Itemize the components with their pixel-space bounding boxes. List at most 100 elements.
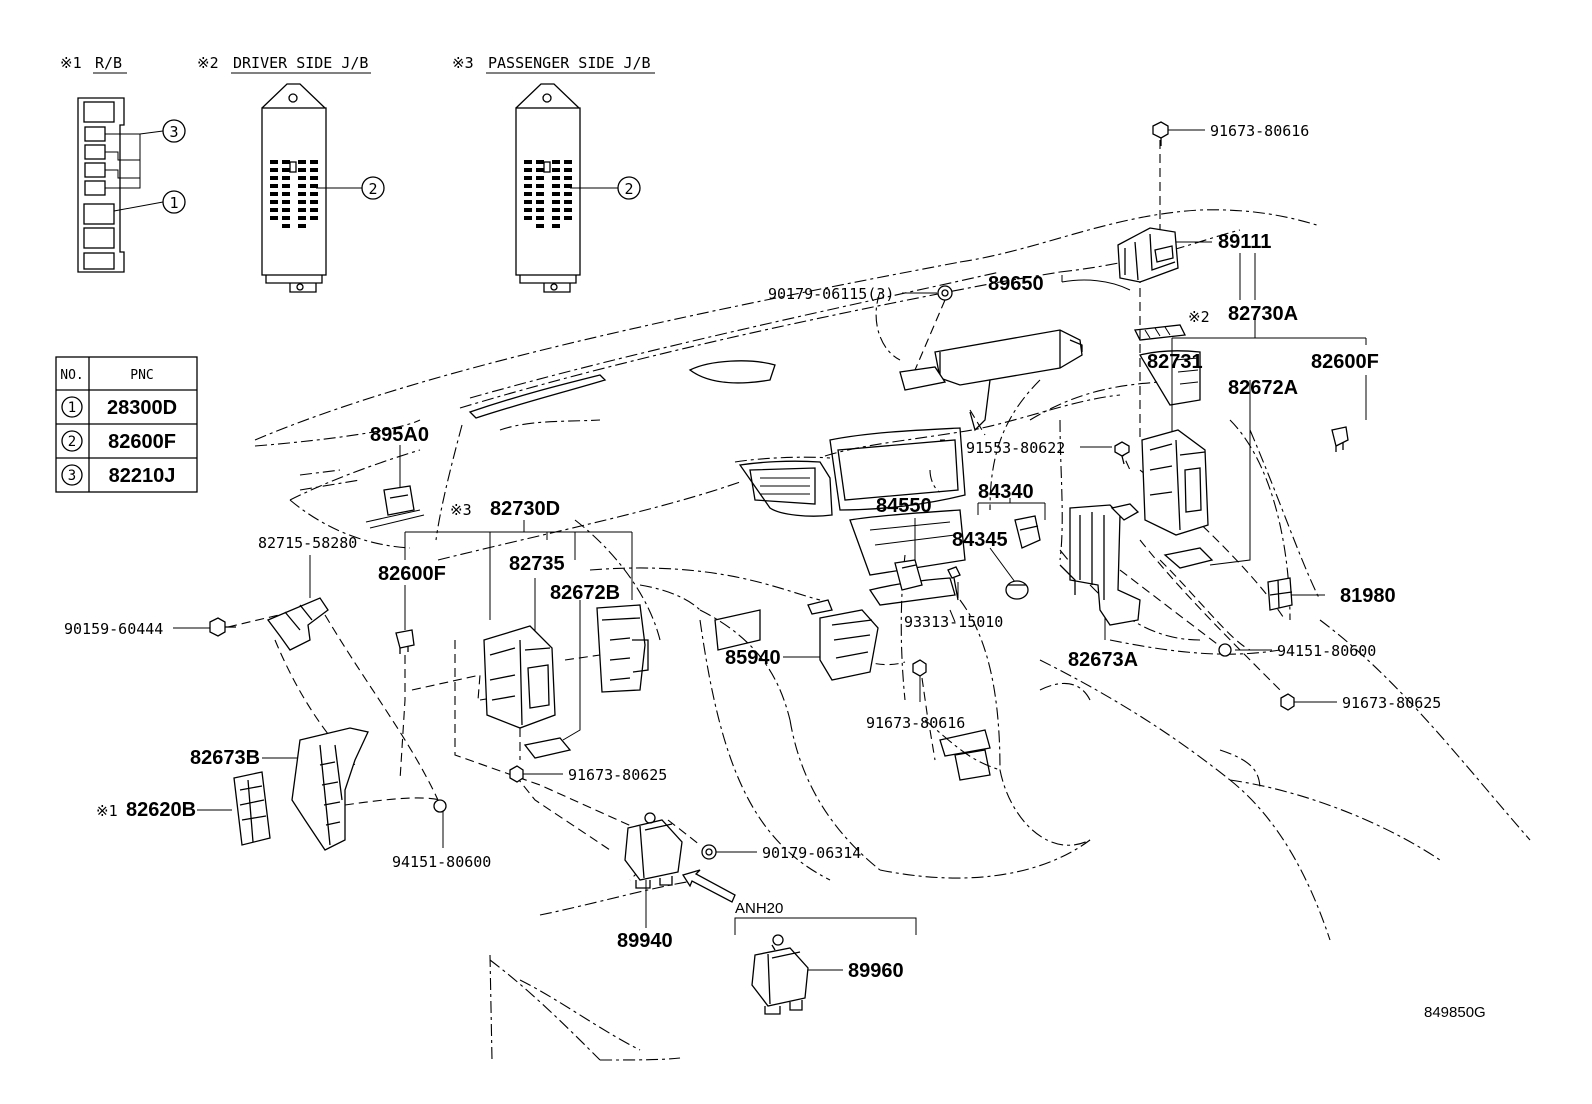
label-84550: 84550 <box>876 495 932 517</box>
dashboard-outline <box>254 209 1531 1061</box>
label-91553-80622: 91553-80622 <box>966 439 1065 457</box>
part-81980 <box>1267 577 1293 611</box>
nut-94151-80600-left <box>433 799 447 813</box>
callout-number: 1 <box>169 194 178 212</box>
label-90159-60444: 90159-60444 <box>64 620 163 638</box>
arrow-icon <box>681 869 736 903</box>
pnc-row-value: 28300D <box>107 397 177 419</box>
inset-driver-title: DRIVER SIDE J/B <box>233 54 368 72</box>
label-82672B: 82672B <box>550 582 620 604</box>
label-82715-58280: 82715-58280 <box>258 534 357 552</box>
leader-lines <box>173 129 1367 971</box>
label-82673B: 82673B <box>190 747 260 769</box>
label-anh20: ANH20 <box>735 900 783 917</box>
label-82600F-left: 82600F <box>378 563 446 585</box>
callout-2-driver: 2 <box>361 176 385 200</box>
pnc-row-no: 2 <box>68 434 76 450</box>
pnc-row-no: 1 <box>68 400 76 416</box>
marker-2: ※2 <box>1188 308 1210 326</box>
pnc-row-value: 82600F <box>108 431 176 453</box>
label-89650: 89650 <box>988 273 1044 295</box>
label-82735: 82735 <box>509 553 565 575</box>
marker-3: ※3 <box>450 501 472 519</box>
screw-91673-80625-left <box>509 765 524 783</box>
part-82735 <box>483 625 572 759</box>
part-84340 <box>1014 515 1041 549</box>
label-90179-06314: 90179-06314 <box>762 844 861 862</box>
part-82600F-left <box>395 629 415 654</box>
label-89960: 89960 <box>848 960 904 982</box>
inset-passenger-jb: ※3 PASSENGER SIDE J/B <box>452 54 655 293</box>
label-82673A: 82673A <box>1068 649 1138 671</box>
label-82672A: 82672A <box>1228 377 1298 399</box>
callout-number: 2 <box>368 180 377 198</box>
label-91673-80625-right: 91673-80625 <box>1342 694 1441 712</box>
part-82673B <box>291 727 369 851</box>
dashboard-details <box>468 324 1201 781</box>
part-82620B <box>233 771 271 846</box>
part-82600F-right <box>1331 426 1349 452</box>
pnc-row-no: 3 <box>68 468 76 484</box>
label-91673-80616-top: 91673-80616 <box>1210 122 1309 140</box>
illustration-code: 849850G <box>1424 1004 1486 1021</box>
callout-1-rb: 1 <box>162 190 186 214</box>
marker-1: ※1 <box>96 802 118 820</box>
pnc-row-value: 82210J <box>109 465 176 487</box>
nut-90179-06314 <box>701 844 717 860</box>
label-94151-80600-left: 94151-80600 <box>392 853 491 871</box>
screw-91673-80625-right <box>1280 693 1295 711</box>
part-84345 <box>1005 580 1029 600</box>
pnc-header-no: NO. <box>60 368 83 383</box>
pnc-header-pnc: PNC <box>130 368 153 383</box>
label-89111: 89111 <box>1218 231 1271 253</box>
label-82620B: 82620B <box>126 799 196 821</box>
inset-passenger-marker: ※3 <box>452 54 474 72</box>
callout-number: 2 <box>624 180 633 198</box>
label-84340: 84340 <box>978 481 1034 503</box>
inset-rb-marker: ※1 <box>60 54 82 72</box>
callout-3-rb: 3 <box>162 119 186 143</box>
screw-90159-60444 <box>209 617 236 637</box>
label-84345: 84345 <box>952 529 1008 551</box>
label-81980: 81980 <box>1340 585 1396 607</box>
label-91673-80625-left: 91673-80625 <box>568 766 667 784</box>
part-89650 <box>899 329 1083 432</box>
label-94151-80600-right: 94151-80600 <box>1277 642 1376 660</box>
assembly-lines <box>227 140 1286 881</box>
inset-rb: ※1 R/B <box>60 54 164 273</box>
label-90179-06115: 90179-06115(3) <box>768 285 894 303</box>
nut-90179-06115 <box>937 285 953 301</box>
part-82672B <box>596 604 649 693</box>
label-89940: 89940 <box>617 930 673 952</box>
part-89940 <box>624 812 683 889</box>
part-82715-58280 <box>266 597 329 651</box>
inset-passenger-title: PASSENGER SIDE J/B <box>488 54 651 72</box>
part-82673A <box>1059 503 1141 626</box>
label-85940: 85940 <box>725 647 781 669</box>
callout-2-passenger: 2 <box>617 176 641 200</box>
part-89960 <box>751 934 809 1015</box>
screw-91673-80616-mid <box>912 659 927 677</box>
inset-driver-jb: ※2 DRIVER SIDE J/B <box>197 54 371 293</box>
nut-94151-80600-right <box>1218 643 1232 657</box>
label-91673-80616-mid: 91673-80616 <box>866 714 965 732</box>
driver-jb-fuse-grid <box>270 160 318 228</box>
part-labels: 91673-80616 89111 82730A 90179-06115(3) … <box>64 122 1486 1021</box>
part-895A0 <box>365 485 425 529</box>
part-84550 <box>894 559 923 591</box>
label-82730A: 82730A <box>1228 303 1298 325</box>
inset-rb-title: R/B <box>95 54 122 72</box>
bolt-93313-15010 <box>947 566 961 601</box>
label-895A0: 895A0 <box>370 424 429 446</box>
label-93313-15010: 93313-15010 <box>904 613 1003 631</box>
callout-number: 3 <box>169 123 178 141</box>
part-89111 <box>1117 227 1179 283</box>
label-82731: 82731 <box>1147 351 1203 373</box>
label-82730D: 82730D <box>490 498 560 520</box>
inset-driver-marker: ※2 <box>197 54 219 72</box>
screw-91553-80622 <box>1114 441 1130 465</box>
screw-91673-80616-top <box>1152 121 1169 146</box>
pnc-table: NO. PNC 1 28300D 2 82600F 3 82210J <box>55 356 198 493</box>
